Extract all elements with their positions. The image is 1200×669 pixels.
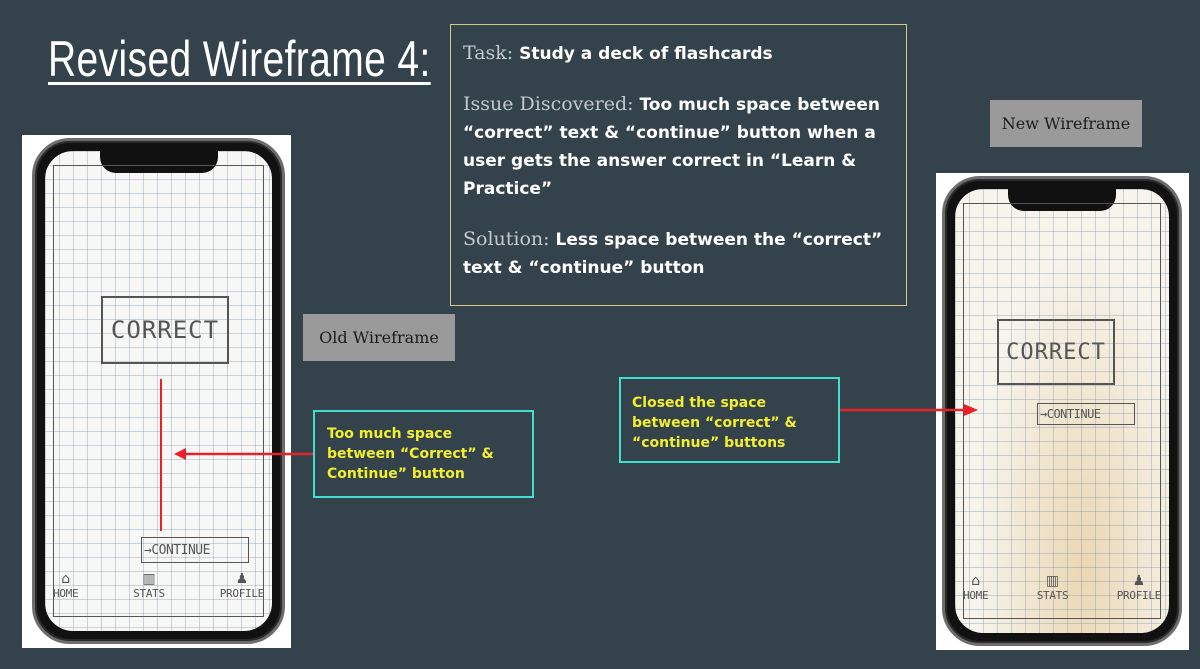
phone-notch [1008,189,1116,211]
continue-button[interactable]: →CONTINUE [141,537,249,563]
issue-line: Issue Discovered: Too much space between… [463,90,894,203]
correct-label: CORRECT [997,319,1115,385]
person-icon: ♟ [235,571,249,587]
slide-title: Revised Wireframe 4: [48,31,431,87]
bottom-nav: ⌂ HOME ▥ STATS ♟ PROFILE [955,573,1169,602]
nav-home[interactable]: ⌂ HOME [53,571,79,600]
old-wireframe-image: CORRECT →CONTINUE ⌂ HOME ▥ STATS ♟ PROFI… [22,135,291,648]
phone-frame: CORRECT →CONTINUE ⌂ HOME ▥ STATS ♟ PROFI… [942,176,1182,646]
sketch-border [53,165,264,617]
right-arrow [840,404,978,416]
phone-frame: CORRECT →CONTINUE ⌂ HOME ▥ STATS ♟ PROFI… [32,138,285,644]
nav-home-label: HOME [53,587,79,600]
correct-label: CORRECT [101,296,229,364]
phone-notch [99,151,218,173]
nav-profile-label: PROFILE [219,587,265,600]
task-text: Study a deck of flashcards [519,44,773,64]
gap-indicator-line [160,379,162,531]
solution-line: Solution: Less space between the “correc… [463,225,894,282]
bottom-nav: ⌂ HOME ▥ STATS ♟ PROFILE [45,571,272,600]
nav-stats[interactable]: ▥ STATS [1037,573,1069,602]
nav-stats[interactable]: ▥ STATS [133,571,165,600]
task-line: Task: Study a deck of flashcards [463,39,894,68]
continue-button[interactable]: →CONTINUE [1037,403,1135,425]
nav-profile[interactable]: ♟ PROFILE [1116,573,1162,602]
issue-text: Too much space between “correct” text & … [463,95,880,199]
person-icon: ♟ [1132,573,1146,589]
old-wireframe-tag: Old Wireframe [303,314,455,361]
new-wireframe-image: CORRECT →CONTINUE ⌂ HOME ▥ STATS ♟ PROFI… [936,173,1189,650]
nav-home[interactable]: ⌂ HOME [963,573,989,602]
task-box: Task: Study a deck of flashcards Issue D… [450,24,907,306]
nav-home-label: HOME [963,589,989,602]
note-closed-space: Closed the space between “correct” & “co… [619,377,840,463]
nav-stats-label: STATS [133,587,165,600]
bar-chart-icon: ▥ [142,571,156,587]
house-icon: ⌂ [61,571,71,587]
bar-chart-icon: ▥ [1045,573,1060,589]
note-too-much-space: Too much space between “Correct” & Conti… [313,410,534,498]
nav-profile[interactable]: ♟ PROFILE [219,571,265,600]
phone-screen: CORRECT →CONTINUE ⌂ HOME ▥ STATS ♟ PROFI… [955,189,1169,633]
nav-stats-label: STATS [1036,589,1069,602]
task-label: Task: [463,42,514,64]
house-icon: ⌂ [971,573,981,589]
solution-label: Solution: [463,228,550,250]
phone-screen: CORRECT →CONTINUE ⌂ HOME ▥ STATS ♟ PROFI… [45,151,272,631]
left-arrow [174,448,313,460]
new-wireframe-tag: New Wireframe [990,100,1142,147]
solution-text: Less space between the “correct” text & … [463,230,883,278]
nav-profile-label: PROFILE [1116,589,1162,602]
issue-label: Issue Discovered: [463,93,634,115]
